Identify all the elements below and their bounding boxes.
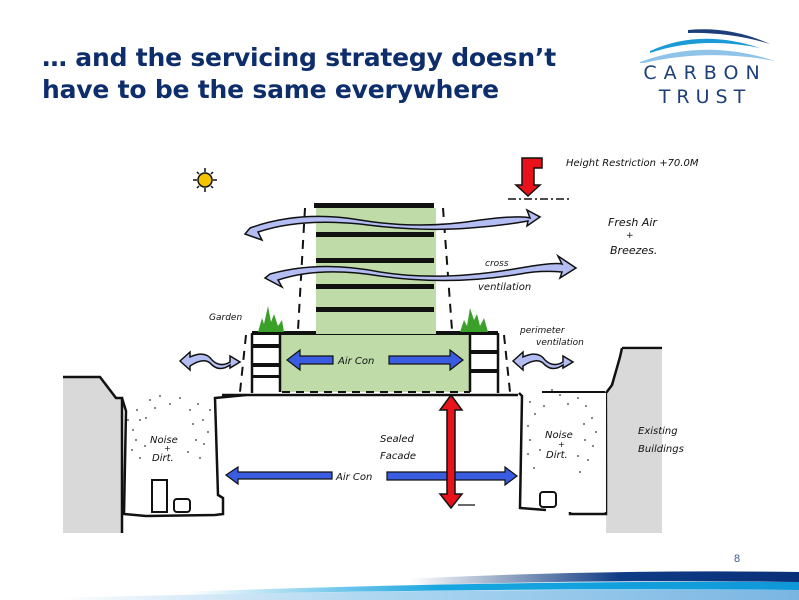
breezes-label: Breezes. bbox=[610, 244, 657, 257]
vertical-double-arrow-icon bbox=[438, 393, 464, 510]
right-perimeter-airflow-icon bbox=[511, 350, 575, 372]
cross-ventilation-arrows bbox=[178, 208, 578, 372]
cross-label: cross bbox=[485, 259, 509, 269]
left-street-canyon bbox=[120, 393, 247, 518]
left-perimeter-airflow-icon bbox=[178, 350, 242, 372]
buildings-label: Buildings bbox=[638, 444, 684, 455]
height-restriction-label: Height Restriction +70.0M bbox=[566, 158, 699, 169]
noise-left-plus: + bbox=[164, 444, 171, 453]
aircon-right-arrow-icon bbox=[388, 348, 464, 372]
aircon-lower-left-arrow-icon bbox=[224, 465, 333, 486]
noise-right-plus: + bbox=[558, 440, 565, 449]
carbon-trust-logo: CARBON TRUST bbox=[630, 18, 780, 113]
sealed-label: Sealed bbox=[380, 434, 415, 445]
pedestrian-figure-icon bbox=[151, 479, 168, 513]
dirt-right-label: Dirt. bbox=[546, 450, 568, 461]
logo-trust-text: TRUST bbox=[658, 86, 752, 108]
fresh-air-label: Fresh Air bbox=[608, 216, 658, 229]
noise-right-label: Noise bbox=[545, 430, 573, 441]
sun-icon bbox=[193, 168, 217, 192]
title-line-1: … and the servicing strategy doesn’t bbox=[42, 43, 556, 72]
logo-swoosh-icon bbox=[640, 29, 775, 64]
middle-airflow-arrow-icon bbox=[263, 253, 578, 289]
height-limit-arrow-icon bbox=[514, 157, 543, 198]
page-number: 8 bbox=[734, 553, 741, 565]
cross-ventilation-label: ventilation bbox=[478, 282, 531, 293]
noise-dots-right bbox=[527, 389, 597, 473]
vehicle-icon bbox=[173, 498, 191, 513]
garden-label: Garden bbox=[209, 313, 242, 323]
noise-left-label: Noise bbox=[150, 435, 178, 446]
vehicle-icon bbox=[539, 491, 557, 508]
right-street-canyon bbox=[518, 389, 606, 512]
facade-label: Facade bbox=[380, 451, 416, 462]
garden-planting-icon bbox=[258, 306, 488, 332]
perimeter-ventilation-label: ventilation bbox=[536, 338, 584, 348]
footer-swoosh-decoration bbox=[20, 571, 799, 600]
aircon-left-arrow-icon bbox=[286, 348, 334, 372]
air-con-upper-label: Air Con bbox=[337, 356, 374, 367]
dirt-left-label: Dirt. bbox=[152, 453, 174, 464]
slide-title: … and the servicing strategy doesn’t hav… bbox=[42, 42, 556, 106]
title-line-2: have to be the same everywhere bbox=[42, 75, 499, 104]
existing-label: Existing bbox=[638, 426, 678, 437]
perimeter-label: perimeter bbox=[519, 326, 566, 336]
logo-carbon-text: CARBON bbox=[643, 62, 767, 84]
noise-dots-left bbox=[127, 395, 211, 459]
upper-airflow-arrow-icon bbox=[243, 208, 542, 242]
fresh-air-plus: + bbox=[626, 231, 634, 241]
left-existing-building-outline bbox=[63, 375, 124, 533]
air-con-lower-label: Air Con bbox=[335, 472, 372, 483]
